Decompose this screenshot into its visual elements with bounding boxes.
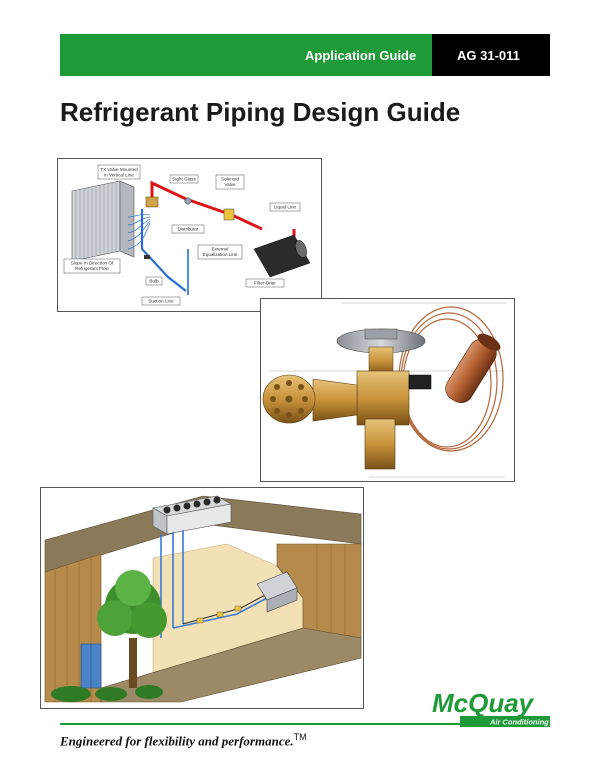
liquid-pipe: [150, 180, 263, 231]
header-label: Application Guide: [305, 48, 417, 63]
logo-word: McQuay: [432, 688, 535, 718]
condensing-unit: [152, 495, 232, 535]
label-txv-1: TX Valve Mounted: [100, 167, 138, 172]
label-txv-2: in Vertical Line: [104, 173, 134, 178]
label-liquid-line: Liquid Line: [274, 205, 297, 210]
tagline: Engineered for flexibility and performan…: [60, 732, 307, 749]
shrubs: [51, 685, 163, 702]
evaporator-coil: [71, 180, 135, 262]
trademark-mark: TM: [293, 732, 307, 742]
expansion-valve-illustration: [262, 302, 507, 478]
tree: [97, 570, 167, 688]
piping-diagram: TX Valve Mounted in Vertical Line Sight …: [63, 164, 311, 306]
label-bulb: Bulb: [149, 279, 159, 284]
label-slope-2: Refrigerant Flow: [75, 266, 109, 271]
sensing-bulb: [144, 255, 150, 259]
sensing-bulb-photo: [445, 333, 501, 404]
header-code-box: [432, 34, 550, 76]
air-handler: [256, 571, 298, 613]
tagline-text: Engineered for flexibility and performan…: [60, 733, 294, 749]
label-equalization-2: Equalization Line: [203, 252, 238, 257]
label-filter-drier: Filter-Drier: [254, 281, 276, 286]
filter-drier: [253, 234, 311, 278]
outlet-fitting: [364, 418, 396, 470]
building-cutaway-illustration: [41, 488, 363, 708]
label-sight-glass: Sight Glass: [172, 177, 196, 182]
building-cutaway-figure: [40, 487, 364, 709]
label-equalization-1: External: [212, 247, 229, 252]
equalizer-port: [408, 374, 432, 390]
sight-glass: [184, 197, 192, 205]
piping-diagram-figure: TX Valve Mounted in Vertical Line Sight …: [57, 158, 322, 312]
suction-pipe: [140, 209, 187, 292]
label-suction-line: Suction Line: [148, 299, 174, 304]
expansion-valve-photo: [260, 298, 515, 482]
page-title: Refrigerant Piping Design Guide: [60, 97, 461, 127]
label-distributor: Distributor: [178, 227, 199, 232]
valve-body: [356, 370, 410, 426]
label-slope-1: Slope In Direction Of: [71, 261, 114, 266]
windows: [80, 643, 102, 689]
solenoid-valve: [223, 208, 235, 221]
mcquay-logo: McQuay Air Conditioning: [432, 688, 550, 727]
floor-slab: [100, 627, 362, 703]
logo-subtitle: Air Conditioning: [489, 718, 549, 727]
document-code: AG 31-011: [457, 48, 520, 63]
tx-valve: [145, 196, 159, 208]
footer-rule: [60, 723, 550, 725]
label-solenoid-1: Solenoid: [221, 177, 239, 182]
label-solenoid-2: Valve: [224, 182, 236, 187]
